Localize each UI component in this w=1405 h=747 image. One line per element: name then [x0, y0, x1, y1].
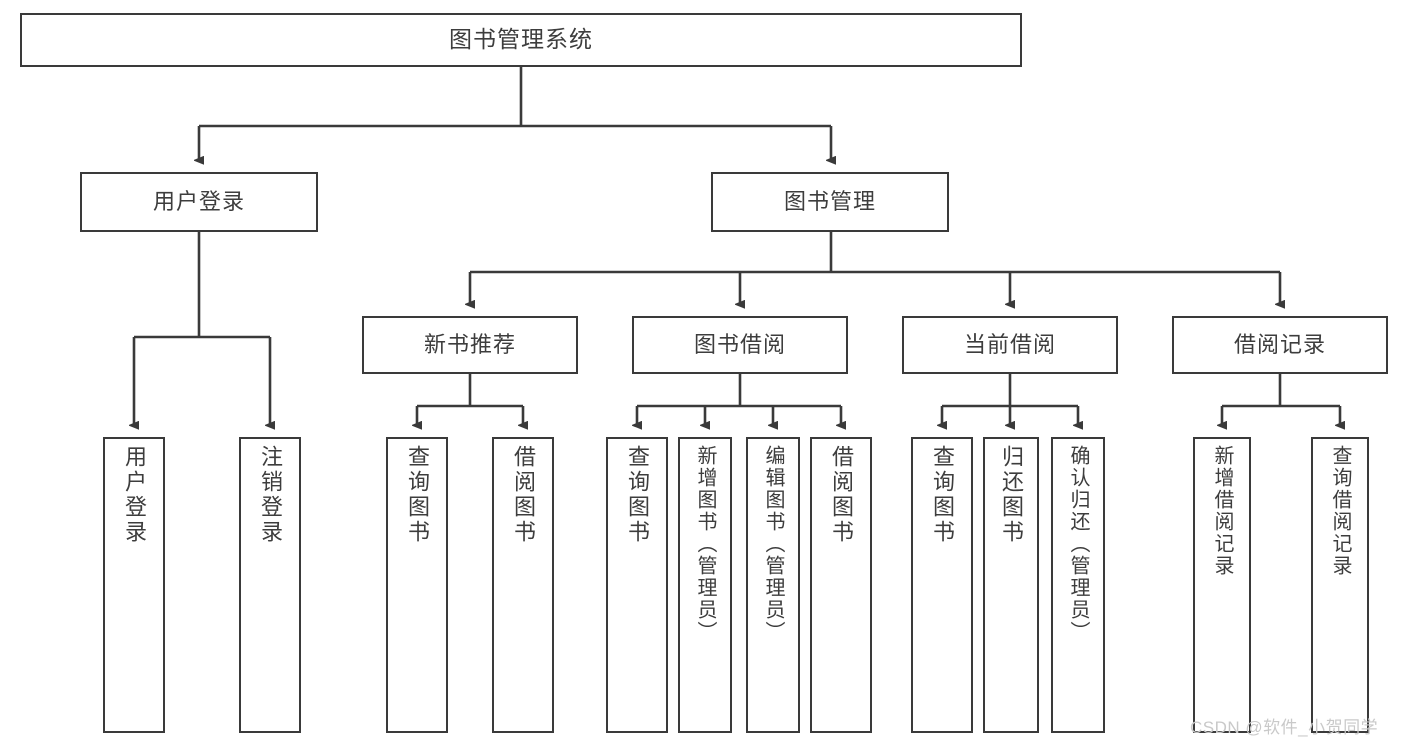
node-label: 图书管理系统 — [449, 26, 593, 53]
node-label: 借阅图书 — [829, 445, 854, 545]
node-new-book-recommend[interactable]: 新书推荐 — [362, 316, 578, 374]
leaf-current-confirm-return-admin[interactable]: 确认归还（管理员） — [1051, 437, 1105, 733]
node-label: 借阅记录 — [1233, 331, 1326, 357]
node-label: 查询图书 — [405, 445, 430, 545]
node-label: 借阅图书 — [511, 445, 536, 545]
node-label: 查询图书 — [930, 445, 955, 545]
leaf-borrow-borrow-book[interactable]: 借阅图书 — [810, 437, 872, 733]
node-book-management[interactable]: 图书管理 — [711, 172, 949, 232]
leaf-user-logout[interactable]: 注销登录 — [239, 437, 301, 733]
leaf-borrow-add-book-admin[interactable]: 新增图书（管理员） — [678, 437, 732, 733]
node-label: 图书借阅 — [693, 331, 786, 357]
node-label: 新增图书（管理员） — [694, 445, 716, 643]
node-label: 用户登录 — [152, 188, 245, 214]
node-label: 当前借阅 — [963, 331, 1056, 357]
node-root-system[interactable]: 图书管理系统 — [20, 13, 1022, 67]
leaf-borrow-query-book[interactable]: 查询图书 — [606, 437, 668, 733]
node-label: 编辑图书（管理员） — [762, 445, 784, 643]
node-borrow-record[interactable]: 借阅记录 — [1172, 316, 1388, 374]
node-label: 用户登录 — [122, 445, 147, 545]
node-label: 查询图书 — [625, 445, 650, 545]
leaf-user-login[interactable]: 用户登录 — [103, 437, 165, 733]
node-label: 归还图书 — [999, 445, 1024, 545]
leaf-current-query-book[interactable]: 查询图书 — [911, 437, 973, 733]
node-label: 新书推荐 — [423, 331, 516, 357]
node-label: 查询借阅记录 — [1329, 445, 1351, 577]
node-label: 确认归还（管理员） — [1067, 445, 1089, 643]
node-label: 注销登录 — [258, 445, 283, 545]
leaf-record-query-borrow-record[interactable]: 查询借阅记录 — [1311, 437, 1369, 733]
leaf-recommend-query-book[interactable]: 查询图书 — [386, 437, 448, 733]
node-label: 新增借阅记录 — [1211, 445, 1233, 577]
node-label: 图书管理 — [783, 188, 876, 214]
leaf-borrow-edit-book-admin[interactable]: 编辑图书（管理员） — [746, 437, 800, 733]
node-user-login[interactable]: 用户登录 — [80, 172, 318, 232]
leaf-current-return-book[interactable]: 归还图书 — [983, 437, 1039, 733]
leaf-record-add-borrow-record[interactable]: 新增借阅记录 — [1193, 437, 1251, 733]
leaf-recommend-borrow-book[interactable]: 借阅图书 — [492, 437, 554, 733]
node-book-borrow[interactable]: 图书借阅 — [632, 316, 848, 374]
node-current-borrow[interactable]: 当前借阅 — [902, 316, 1118, 374]
